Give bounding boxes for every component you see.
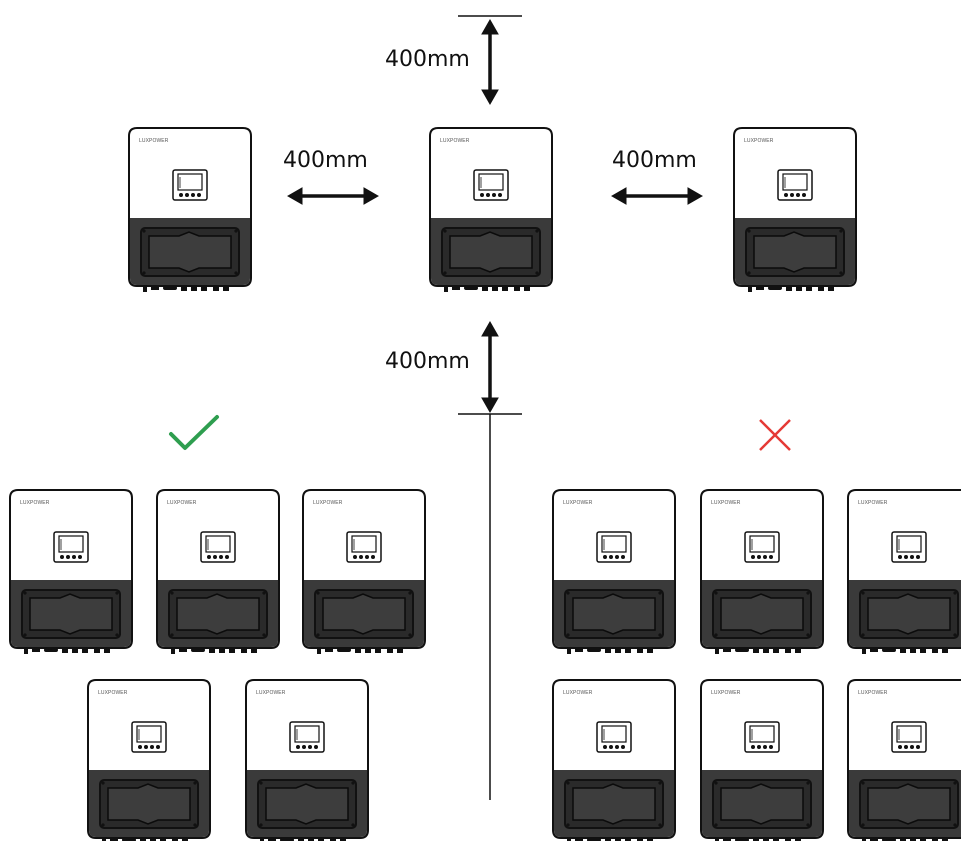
inverter-unit-6: LUXPOWER: [302, 489, 426, 654]
inverter-unit-3: LUXPOWER: [733, 127, 857, 292]
check-icon: [169, 415, 219, 450]
brand-logo: LUXPOWER: [563, 500, 593, 506]
inverter-unit-1: LUXPOWER: [128, 127, 252, 292]
cross-icon: [759, 419, 791, 451]
brand-logo: LUXPOWER: [711, 690, 741, 696]
inverter-unit-12: LUXPOWER: [552, 679, 676, 841]
brand-logo: LUXPOWER: [858, 690, 888, 696]
brand-logo: LUXPOWER: [563, 690, 593, 696]
vertical-arrow-top: [481, 18, 499, 106]
inverter-unit-14: LUXPOWER: [847, 679, 961, 841]
inverter-unit-9: LUXPOWER: [552, 489, 676, 654]
brand-logo: LUXPOWER: [744, 138, 774, 144]
inverter-unit-13: LUXPOWER: [700, 679, 824, 841]
clearance-bottom-label: 400mm: [385, 349, 470, 374]
clearance-right-label: 400mm: [612, 148, 697, 173]
brand-logo: LUXPOWER: [167, 500, 197, 506]
brand-logo: LUXPOWER: [440, 138, 470, 144]
inverter-unit-5: LUXPOWER: [156, 489, 280, 654]
brand-logo: LUXPOWER: [313, 500, 343, 506]
inverter-unit-7: LUXPOWER: [87, 679, 211, 841]
inverter-unit-4: LUXPOWER: [9, 489, 133, 654]
horizontal-arrow-right: [610, 187, 704, 205]
vertical-arrow-bottom: [481, 320, 499, 414]
inverter-unit-8: LUXPOWER: [245, 679, 369, 841]
brand-logo: LUXPOWER: [139, 138, 169, 144]
horizontal-arrow-left: [286, 187, 380, 205]
brand-logo: LUXPOWER: [711, 500, 741, 506]
brand-logo: LUXPOWER: [256, 690, 286, 696]
inverter-unit-11: LUXPOWER: [847, 489, 961, 654]
clearance-top-label: 400mm: [385, 47, 470, 72]
inverter-unit-2: LUXPOWER: [429, 127, 553, 292]
inverter-unit-10: LUXPOWER: [700, 489, 824, 654]
brand-logo: LUXPOWER: [858, 500, 888, 506]
brand-logo: LUXPOWER: [20, 500, 50, 506]
clearance-left-label: 400mm: [283, 148, 368, 173]
brand-logo: LUXPOWER: [98, 690, 128, 696]
